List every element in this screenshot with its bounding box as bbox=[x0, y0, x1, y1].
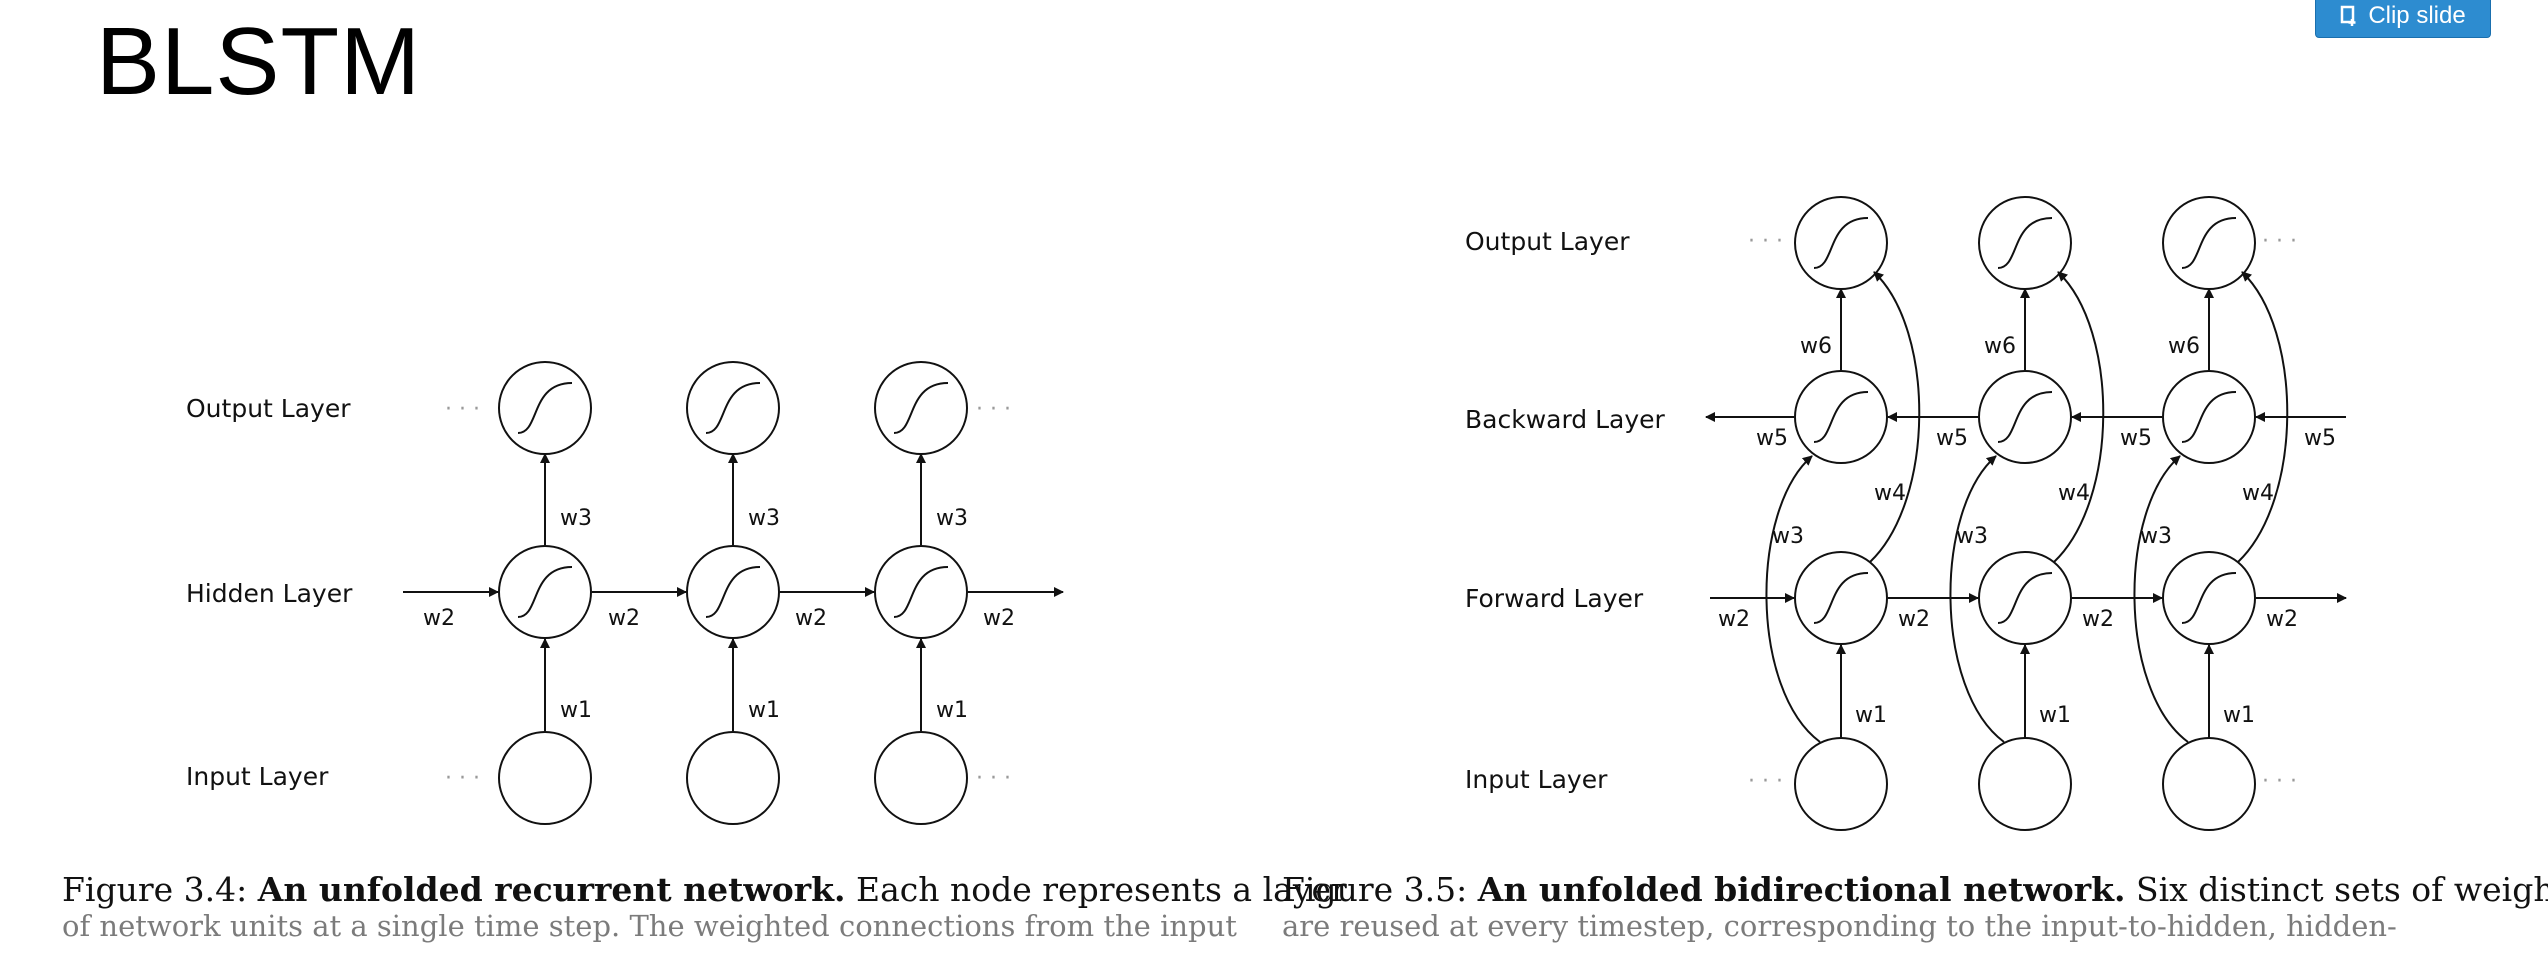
w5-label: w5 bbox=[1936, 426, 1968, 451]
w2-label: w2 bbox=[608, 606, 640, 631]
caption-title: An unfolded recurrent network. bbox=[257, 870, 846, 909]
w4-label: w4 bbox=[1874, 481, 1906, 506]
w1-label: w1 bbox=[2039, 703, 2071, 728]
w5-label: w5 bbox=[2304, 426, 2336, 451]
output-ellipsis-right: · · · bbox=[976, 397, 1011, 422]
w3-label: w3 bbox=[1956, 524, 1988, 549]
caption-text: Each node represents a layer bbox=[856, 870, 1347, 909]
w5-label: w5 bbox=[1756, 426, 1788, 451]
w4-label: w4 bbox=[2058, 481, 2090, 506]
output-ellipsis-left: · · · bbox=[1748, 229, 1783, 254]
input-ellipsis-left: · · · bbox=[1748, 769, 1783, 794]
w3-label: w3 bbox=[560, 506, 592, 531]
forward-layer-label: Forward Layer bbox=[1465, 584, 1644, 613]
w6-label: w6 bbox=[1800, 334, 1832, 359]
recurrent-network-diagram: Output Layer Hidden Layer Input Layer · … bbox=[186, 361, 1064, 825]
w2-label: w2 bbox=[795, 606, 827, 631]
w3-label: w3 bbox=[936, 506, 968, 531]
w1-label: w1 bbox=[1855, 703, 1887, 728]
w1-label: w1 bbox=[936, 698, 968, 723]
input-ellipsis-right: · · · bbox=[2262, 769, 2297, 794]
w4-label: w4 bbox=[2242, 481, 2274, 506]
w3-label: w3 bbox=[1772, 524, 1804, 549]
w2-label: w2 bbox=[983, 606, 1015, 631]
caption-prefix: Figure 3.5: bbox=[1282, 870, 1468, 909]
w5-label: w5 bbox=[2120, 426, 2152, 451]
hidden-layer-label: Hidden Layer bbox=[186, 579, 353, 608]
caption-next-line: of network units at a single time step. … bbox=[62, 909, 1237, 943]
w1-label: w1 bbox=[2223, 703, 2255, 728]
backward-layer-label: Backward Layer bbox=[1465, 405, 1666, 434]
input-ellipsis-right: · · · bbox=[976, 766, 1011, 791]
w6-label: w6 bbox=[1984, 334, 2016, 359]
bidirectional-network-diagram: Output Layer Backward Layer Forward Laye… bbox=[1465, 196, 2347, 831]
w2-label: w2 bbox=[423, 606, 455, 631]
caption-prefix: Figure 3.4: bbox=[62, 870, 248, 909]
output-ellipsis-right: · · · bbox=[2262, 229, 2297, 254]
output-ellipsis-left: · · · bbox=[445, 397, 480, 422]
caption-text: Six distinct sets of weights bbox=[2135, 870, 2548, 909]
slide-title: BLSTM bbox=[96, 8, 422, 115]
w1-label: w1 bbox=[560, 698, 592, 723]
output-layer-label: Output Layer bbox=[1465, 227, 1630, 256]
w2-label: w2 bbox=[1718, 607, 1750, 632]
input-layer-label: Input Layer bbox=[1465, 765, 1608, 794]
clip-slide-button[interactable]: Clip slide bbox=[2315, 0, 2491, 38]
w2-label: w2 bbox=[2082, 607, 2114, 632]
w6-label: w6 bbox=[2168, 334, 2200, 359]
figure-3-4-caption: Figure 3.4: An unfolded recurrent networ… bbox=[62, 868, 1347, 948]
w3-label: w3 bbox=[2140, 524, 2172, 549]
w2-label: w2 bbox=[1898, 607, 1930, 632]
input-ellipsis-left: · · · bbox=[445, 766, 480, 791]
caption-next-line: are reused at every timestep, correspond… bbox=[1282, 909, 2397, 943]
caption-title: An unfolded bidirectional network. bbox=[1477, 870, 2126, 909]
figure-3-5-caption: Figure 3.5: An unfolded bidirectional ne… bbox=[1282, 868, 2548, 948]
clip-icon bbox=[2340, 5, 2360, 27]
w3-label: w3 bbox=[748, 506, 780, 531]
w1-label: w1 bbox=[748, 698, 780, 723]
clip-button-label: Clip slide bbox=[2368, 2, 2466, 29]
input-layer-label: Input Layer bbox=[186, 762, 329, 791]
w2-label: w2 bbox=[2266, 607, 2298, 632]
output-layer-label: Output Layer bbox=[186, 394, 351, 423]
